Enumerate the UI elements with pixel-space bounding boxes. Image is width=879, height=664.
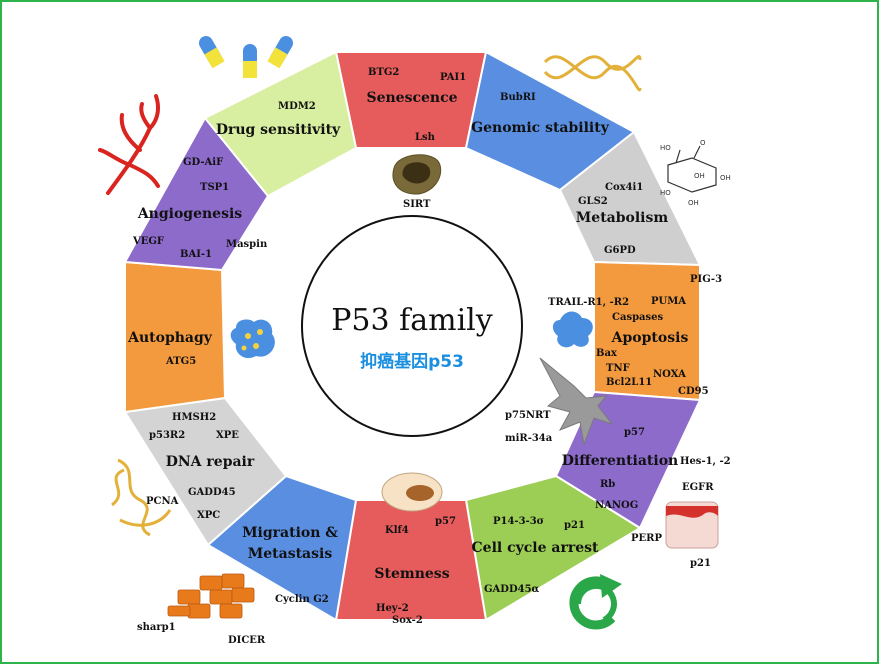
gene-cycling2: Cyclin G2 — [275, 594, 329, 605]
neuron-icon — [539, 357, 614, 446]
svg-text:OH: OH — [720, 174, 731, 182]
dna-helix-icon — [543, 55, 642, 92]
title-migration-2: Metastasis — [248, 546, 333, 562]
gene-pai1: PAI1 — [440, 72, 466, 83]
gene-pcna: PCNA — [146, 496, 179, 507]
gene-p57-stem: p57 — [435, 516, 456, 527]
skin-tissue-icon — [665, 501, 719, 549]
svg-text:HO: HO — [660, 189, 671, 197]
gene-nanog: NANOG — [595, 500, 638, 511]
label-p75nrt: p75NRT — [505, 410, 551, 421]
segment-drug-sensitivity — [203, 50, 358, 198]
gene-trail: TRAIL-R1, -R2 — [548, 297, 629, 308]
blood-vessel-icon — [98, 94, 160, 195]
gene-caspases: Caspases — [612, 312, 664, 323]
autophagy-vesicle-icon — [230, 319, 275, 359]
svg-text:OH: OH — [694, 172, 705, 180]
gene-btg2: BTG2 — [368, 67, 399, 78]
gene-bai1: BAI-1 — [180, 249, 212, 260]
gene-bax: Bax — [596, 348, 618, 359]
gene-gdaif: GD-AiF — [183, 157, 223, 168]
center-circle — [301, 215, 523, 437]
cell-cycle-arrow-icon — [569, 574, 622, 630]
gene-gls2: GLS2 — [578, 196, 608, 207]
gene-gadd45a: GADD45α — [484, 584, 540, 595]
gene-klf4: Klf4 — [385, 525, 409, 536]
gene-p21-diff: p21 — [690, 558, 711, 569]
gene-gadd45: GADD45 — [188, 487, 236, 498]
gene-hes: Hes-1, -2 — [680, 456, 731, 467]
stem-cell-icon — [381, 472, 443, 512]
gene-xpc: XPC — [197, 510, 220, 521]
ring-segments — [123, 50, 702, 622]
title-migration-1: Migration & — [242, 525, 338, 541]
gene-pig3: PIG-3 — [690, 274, 722, 285]
gene-mdm2: MDM2 — [278, 101, 316, 112]
gene-sox2: Sox-2 — [392, 615, 423, 626]
apoptosis-cell-icon — [552, 311, 593, 348]
title-dna-repair: DNA repair — [166, 454, 255, 470]
svg-text:HO: HO — [660, 144, 671, 152]
gene-puma: PUMA — [651, 296, 686, 307]
gene-labels: BTG2 PAI1 Lsh BubRI Cox4i1 GLS2 G6PD PIG… — [132, 67, 731, 646]
gene-tsp1: TSP1 — [200, 182, 229, 193]
title-metabolism: Metabolism — [576, 210, 669, 226]
gene-p53r2: p53R2 — [149, 430, 185, 441]
gene-dicer: DICER — [228, 635, 266, 646]
pill-icons — [199, 36, 293, 78]
cell-cluster-icon — [167, 573, 255, 619]
gene-cd95: CD95 — [678, 386, 709, 397]
gene-rb: Rb — [600, 479, 615, 490]
glucose-molecule-icon: HO O OH HO OH OH — [660, 139, 731, 207]
gene-cox4i1: Cox4i1 — [605, 182, 643, 193]
title-genomic-stability: Genomic stability — [471, 120, 610, 136]
title-angiogenesis: Angiogenesis — [137, 206, 242, 222]
label-sirt: SIRT — [403, 199, 431, 210]
svg-text:OH: OH — [688, 199, 699, 207]
gene-atg5: ATG5 — [165, 356, 196, 367]
gene-p57-diff: p57 — [624, 427, 645, 438]
label-mir34a: miR-34a — [505, 433, 553, 444]
segment-stemness — [334, 499, 488, 621]
dna-strand-icon — [111, 458, 172, 537]
title-senescence: Senescence — [366, 90, 457, 106]
gene-hmsh2: HMSH2 — [172, 412, 216, 423]
gene-p21-cc: p21 — [564, 520, 585, 531]
gene-bubri: BubRI — [500, 92, 536, 103]
gene-tnf: TNF — [606, 363, 630, 374]
sirt-cell-icon — [392, 154, 442, 195]
title-differentiation: Differentiation — [562, 453, 678, 469]
svg-text:O: O — [700, 139, 706, 147]
gene-bcl2l11: Bcl2L11 — [606, 377, 652, 388]
title-apoptosis: Apoptosis — [611, 330, 689, 346]
gene-xpe: XPE — [216, 430, 239, 441]
gene-maspin: Maspin — [226, 239, 268, 250]
title-drug-sensitivity: Drug sensitivity — [216, 122, 341, 138]
gene-g6pd: G6PD — [604, 245, 636, 256]
gene-p1433: P14-3-3σ — [493, 516, 544, 527]
gene-noxa: NOXA — [653, 369, 686, 380]
center-title: P53 family — [331, 303, 493, 338]
gene-sharp1: sharp1 — [137, 622, 176, 633]
title-cell-cycle-arrest: Cell cycle arrest — [472, 540, 599, 556]
gene-hey2: Hey-2 — [376, 603, 409, 614]
title-autophagy: Autophagy — [127, 330, 213, 346]
gene-lsh: Lsh — [415, 132, 436, 143]
gene-vegf: VEGF — [132, 236, 164, 247]
title-stemness: Stemness — [374, 566, 449, 582]
gene-perp: PERP — [631, 533, 662, 544]
center-subtitle: 抑癌基因p53 — [360, 351, 464, 372]
gene-egfr: EGFR — [682, 482, 714, 493]
